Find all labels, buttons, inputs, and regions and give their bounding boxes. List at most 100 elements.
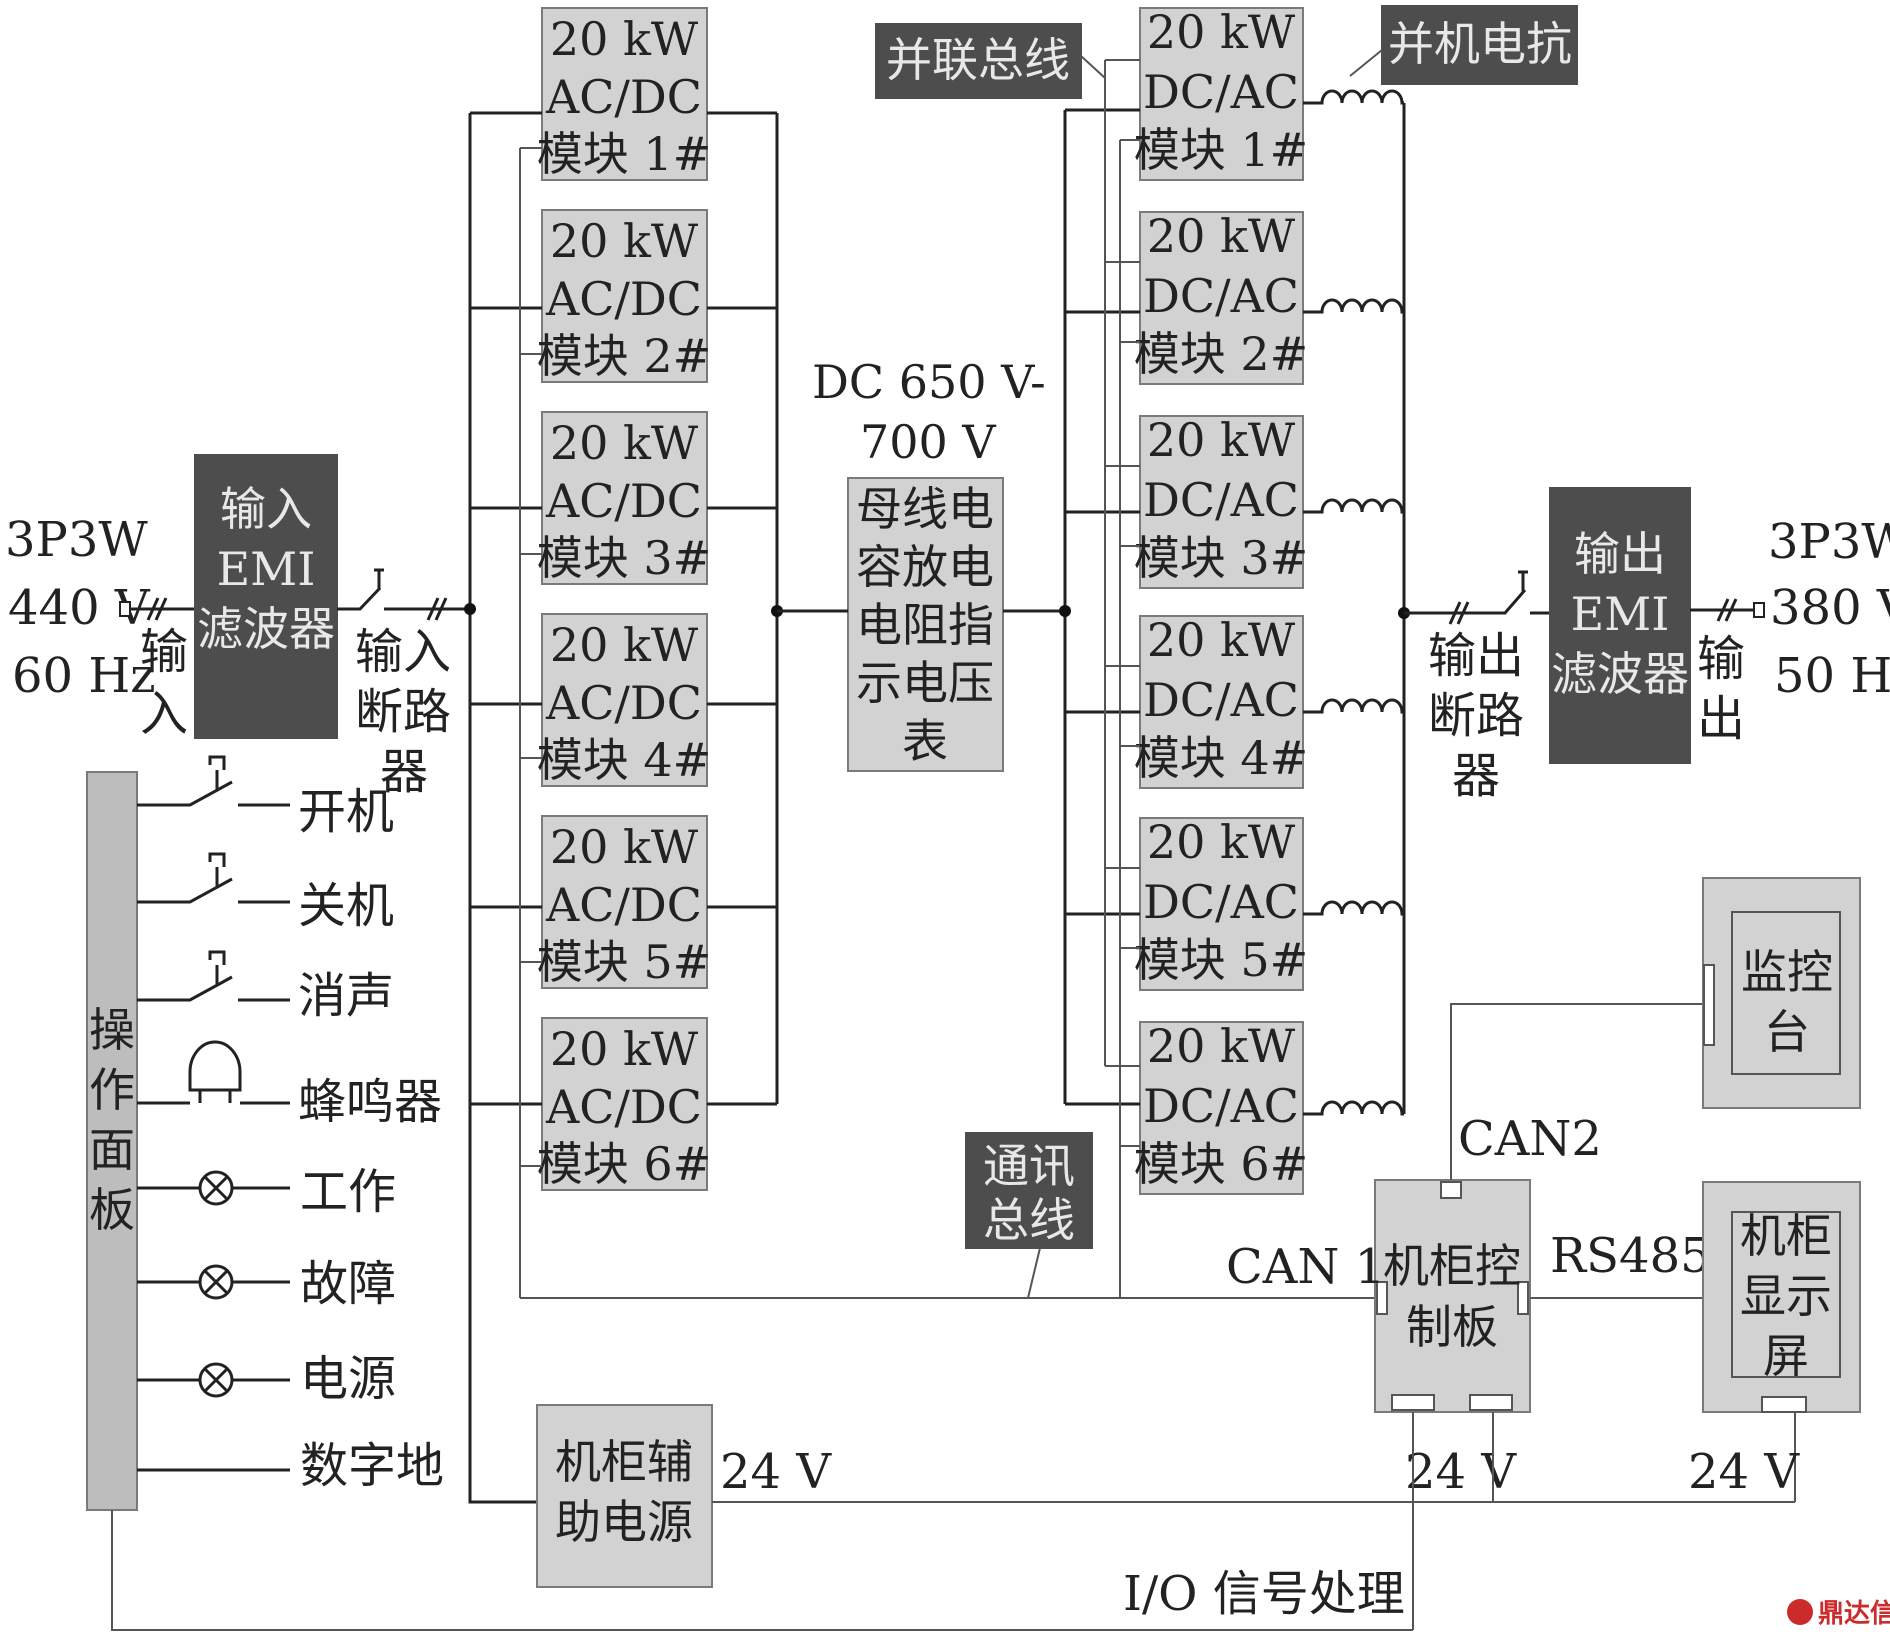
svg-text:操: 操 — [89, 1003, 135, 1057]
acdc-module-3: 20 kW AC/DC 模块 3# — [537, 411, 711, 585]
svg-text:助电源: 助电源 — [555, 1495, 693, 1549]
acdc-module-2: 20 kW AC/DC 模块 2# — [537, 209, 711, 383]
watermark: 鼎达信 — [1787, 1599, 1890, 1629]
panel-item-labels: 开机 关机 消声 蜂鸣器 工作 故障 电源 数字地 — [298, 784, 444, 1494]
output-breaker-line2: 断路 — [1428, 688, 1524, 744]
input-filter-line1: 输入 — [220, 482, 312, 536]
svg-text:面: 面 — [89, 1123, 135, 1177]
svg-text:AC/DC: AC/DC — [545, 1080, 702, 1134]
output-breaker-line1: 输出 — [1428, 628, 1524, 684]
input-emi-filter: 输入 EMI 滤波器 — [194, 454, 338, 739]
svg-text:20 kW: 20 kW — [1147, 413, 1296, 467]
svg-text:制板: 制板 — [1406, 1300, 1498, 1354]
svg-text:示电压: 示电压 — [856, 656, 994, 710]
input-filter-line3: 滤波器 — [197, 602, 335, 656]
output-port-label-1: 输 — [1697, 631, 1745, 687]
svg-text:模块 5#: 模块 5# — [537, 935, 711, 989]
io-signal-label: I/O 信号处理 — [1123, 1566, 1405, 1622]
svg-text:监控: 监控 — [1741, 945, 1833, 999]
input-breaker-line1: 输入 — [355, 624, 451, 680]
svg-text:模块 1#: 模块 1# — [537, 127, 711, 181]
rs485-label: RS485 — [1550, 1228, 1711, 1284]
svg-text:DC/AC: DC/AC — [1143, 269, 1299, 323]
svg-text:20 kW: 20 kW — [550, 12, 699, 66]
svg-text:20 kW: 20 kW — [1147, 209, 1296, 263]
comm-bus-callout — [965, 1132, 1093, 1249]
can2-label: CAN2 — [1458, 1111, 1602, 1167]
input-spec-line1: 3P3W — [5, 512, 148, 568]
svg-text:模块 5#: 模块 5# — [1134, 933, 1308, 987]
controller-24v-label: 24 V — [1405, 1444, 1517, 1500]
svg-text:模块 3#: 模块 3# — [1134, 531, 1308, 585]
display-24v-label: 24 V — [1688, 1444, 1800, 1500]
dcac-module-3: 20 kW DC/AC 模块 3# — [1134, 413, 1308, 589]
svg-text:DC/AC: DC/AC — [1143, 673, 1299, 727]
output-spec-line1: 3P3W — [1768, 514, 1890, 570]
output-breaker-line3: 器 — [1452, 748, 1500, 804]
output-port-label-2: 出 — [1697, 691, 1745, 747]
svg-text:模块 2#: 模块 2# — [537, 329, 711, 383]
output-spec: 3P3W 380 V 50 Hz — [1768, 514, 1890, 704]
svg-text:DC/AC: DC/AC — [1143, 875, 1299, 929]
input-filter-line2: EMI — [217, 542, 316, 596]
dcac-module-6: 20 kW DC/AC 模块 6# — [1134, 1019, 1308, 1195]
svg-text:作: 作 — [89, 1063, 135, 1117]
parallel-reactor-label: 并机电抗 — [1388, 17, 1572, 71]
input-spec-line3: 60 Hz — [12, 648, 155, 704]
svg-text:机柜辅: 机柜辅 — [555, 1435, 693, 1489]
panel-item-mute: 消声 — [298, 968, 394, 1024]
svg-text:AC/DC: AC/DC — [545, 676, 702, 730]
panel-item-fault: 故障 — [300, 1256, 396, 1312]
acdc-module-4: 20 kW AC/DC 模块 4# — [537, 613, 711, 787]
aux-power-24v-label: 24 V — [720, 1444, 832, 1500]
dc-bus-voltage-line1: DC 650 V- — [812, 355, 1046, 409]
svg-text:20 kW: 20 kW — [1147, 815, 1296, 869]
svg-text:DC/AC: DC/AC — [1143, 65, 1299, 119]
svg-text:表: 表 — [902, 714, 948, 768]
output-spec-line3: 50 Hz — [1774, 648, 1890, 704]
svg-text:模块 4#: 模块 4# — [1134, 731, 1308, 785]
svg-text:模块 3#: 模块 3# — [537, 531, 711, 585]
output-breaker-label: 输出 断路 器 — [1428, 628, 1524, 804]
output-spec-line2: 380 V — [1770, 580, 1890, 636]
panel-item-work: 工作 — [300, 1164, 396, 1220]
panel-item-power: 电源 — [300, 1351, 396, 1407]
monitoring-console: 监控 台 — [1702, 877, 1861, 1109]
svg-text:20 kW: 20 kW — [1147, 5, 1296, 59]
panel-item-power-off: 关机 — [298, 878, 394, 934]
svg-text:模块 2#: 模块 2# — [1134, 327, 1308, 381]
svg-text:机柜控: 机柜控 — [1383, 1239, 1521, 1293]
svg-text:模块 6#: 模块 6# — [1134, 1137, 1308, 1191]
operator-panel: 操 作 面 板 — [86, 771, 138, 1511]
comm-bus-label-2: 总线 — [983, 1193, 1075, 1247]
svg-text:DC/AC: DC/AC — [1143, 1079, 1299, 1133]
parallel-bus-callout — [875, 23, 1082, 99]
cabinet-controller: 机柜控 制板 — [1374, 1179, 1531, 1413]
dcac-module-2: 20 kW DC/AC 模块 2# — [1134, 209, 1308, 385]
output-filter-line1: 输出 — [1574, 527, 1666, 581]
comm-bus-label-1: 通讯 — [983, 1139, 1075, 1193]
cabinet-display: 机柜 显示 屏 — [1702, 1181, 1861, 1413]
svg-text:屏: 屏 — [1763, 1329, 1809, 1383]
svg-text:20 kW: 20 kW — [550, 416, 699, 470]
svg-text:20 kW: 20 kW — [550, 214, 699, 268]
dc-bus-voltage-line2: 700 V — [860, 415, 996, 469]
output-filter-line2: EMI — [1571, 587, 1670, 641]
dcac-module-5: 20 kW DC/AC 模块 5# — [1134, 815, 1308, 991]
input-breaker-line2: 断路 — [355, 684, 451, 740]
svg-text:显示: 显示 — [1740, 1269, 1832, 1323]
input-breaker-line3: 器 — [380, 744, 428, 800]
watermark-text: 鼎达信 — [1818, 1599, 1890, 1629]
svg-text:模块 6#: 模块 6# — [537, 1137, 711, 1191]
acdc-module-1: 20 kW AC/DC 模块 1# — [537, 7, 711, 181]
input-breaker-label: 输入 断路 器 — [355, 624, 451, 800]
input-port-label-2: 入 — [140, 686, 188, 742]
svg-text:容放电: 容放电 — [856, 540, 994, 594]
svg-text:20 kW: 20 kW — [550, 618, 699, 672]
parallel-reactor-callout — [1381, 5, 1578, 85]
can1-label: CAN 1 — [1226, 1239, 1385, 1295]
svg-text:台: 台 — [1764, 1005, 1810, 1059]
panel-item-digital-ground: 数字地 — [300, 1438, 444, 1494]
output-filter-line3: 滤波器 — [1551, 647, 1689, 701]
